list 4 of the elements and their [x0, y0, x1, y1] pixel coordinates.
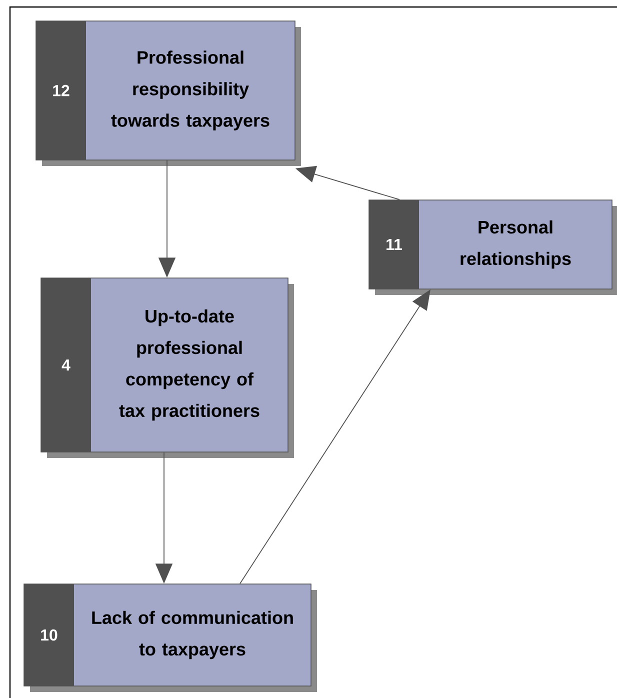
- numbered-box: 12 Professional responsibility towards taxpayers: [36, 20, 301, 166]
- numbered-box: 11 Personal relationships: [368, 200, 617, 295]
- numbered-box: 10 Lack of communication to taxpayers: [24, 584, 317, 692]
- numbered-box: 4 Up-to-date professional competency of tax practitioners: [40, 278, 294, 458]
